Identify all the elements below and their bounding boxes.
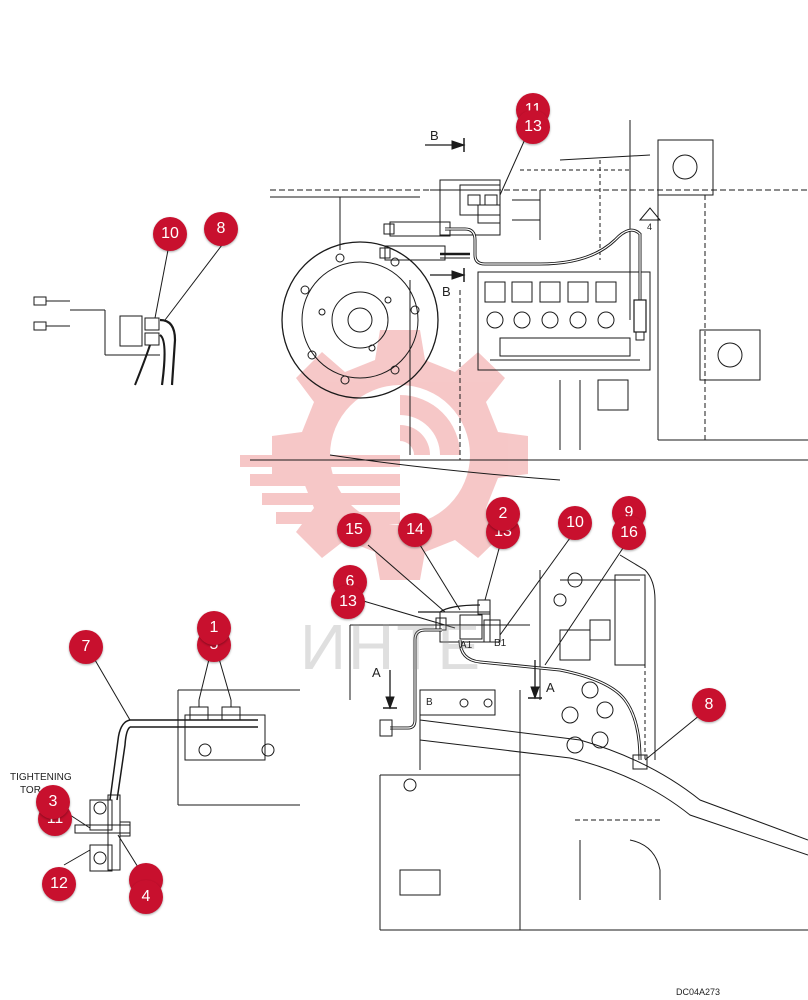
callout-1[interactable]: 1 (197, 611, 231, 645)
watermark-text: ИНТЕ (300, 611, 482, 683)
section-a-label-right: A (546, 680, 555, 695)
callout-15[interactable]: 15 (337, 513, 371, 547)
callout-14[interactable]: 14 (398, 513, 432, 547)
callout-7[interactable]: 7 (69, 630, 103, 664)
callout-2[interactable]: 2 (486, 497, 520, 531)
tightening-label-line2: TOR (20, 785, 41, 796)
tightening-label: TIGHTENING (10, 772, 72, 783)
section-b-label-top: B (430, 128, 439, 143)
port-b-label: B (426, 697, 433, 708)
callout-4[interactable]: 4 (129, 880, 163, 914)
callout-10-left[interactable]: 10 (153, 217, 187, 251)
callout-8-left[interactable]: 8 (204, 212, 238, 246)
section-b-label-mid: B (442, 284, 451, 299)
callout-10-right[interactable]: 10 (558, 506, 592, 540)
port-b1-label: B1 (494, 638, 507, 649)
callout-13-top[interactable]: 13 (516, 110, 550, 144)
callout-8-right[interactable]: 8 (692, 688, 726, 722)
callout-3[interactable]: 3 (36, 785, 70, 819)
port-a1-label: A1 (460, 640, 473, 651)
drawing-code: DC04A273 (676, 987, 721, 997)
callout-12[interactable]: 12 (42, 867, 76, 901)
port-4-label: 4 (647, 222, 653, 232)
section-a-label-left: A (372, 665, 381, 680)
callout-16[interactable]: 16 (612, 516, 646, 550)
callout-13-low[interactable]: 13 (331, 585, 365, 619)
watermark-gear-icon (240, 330, 528, 580)
